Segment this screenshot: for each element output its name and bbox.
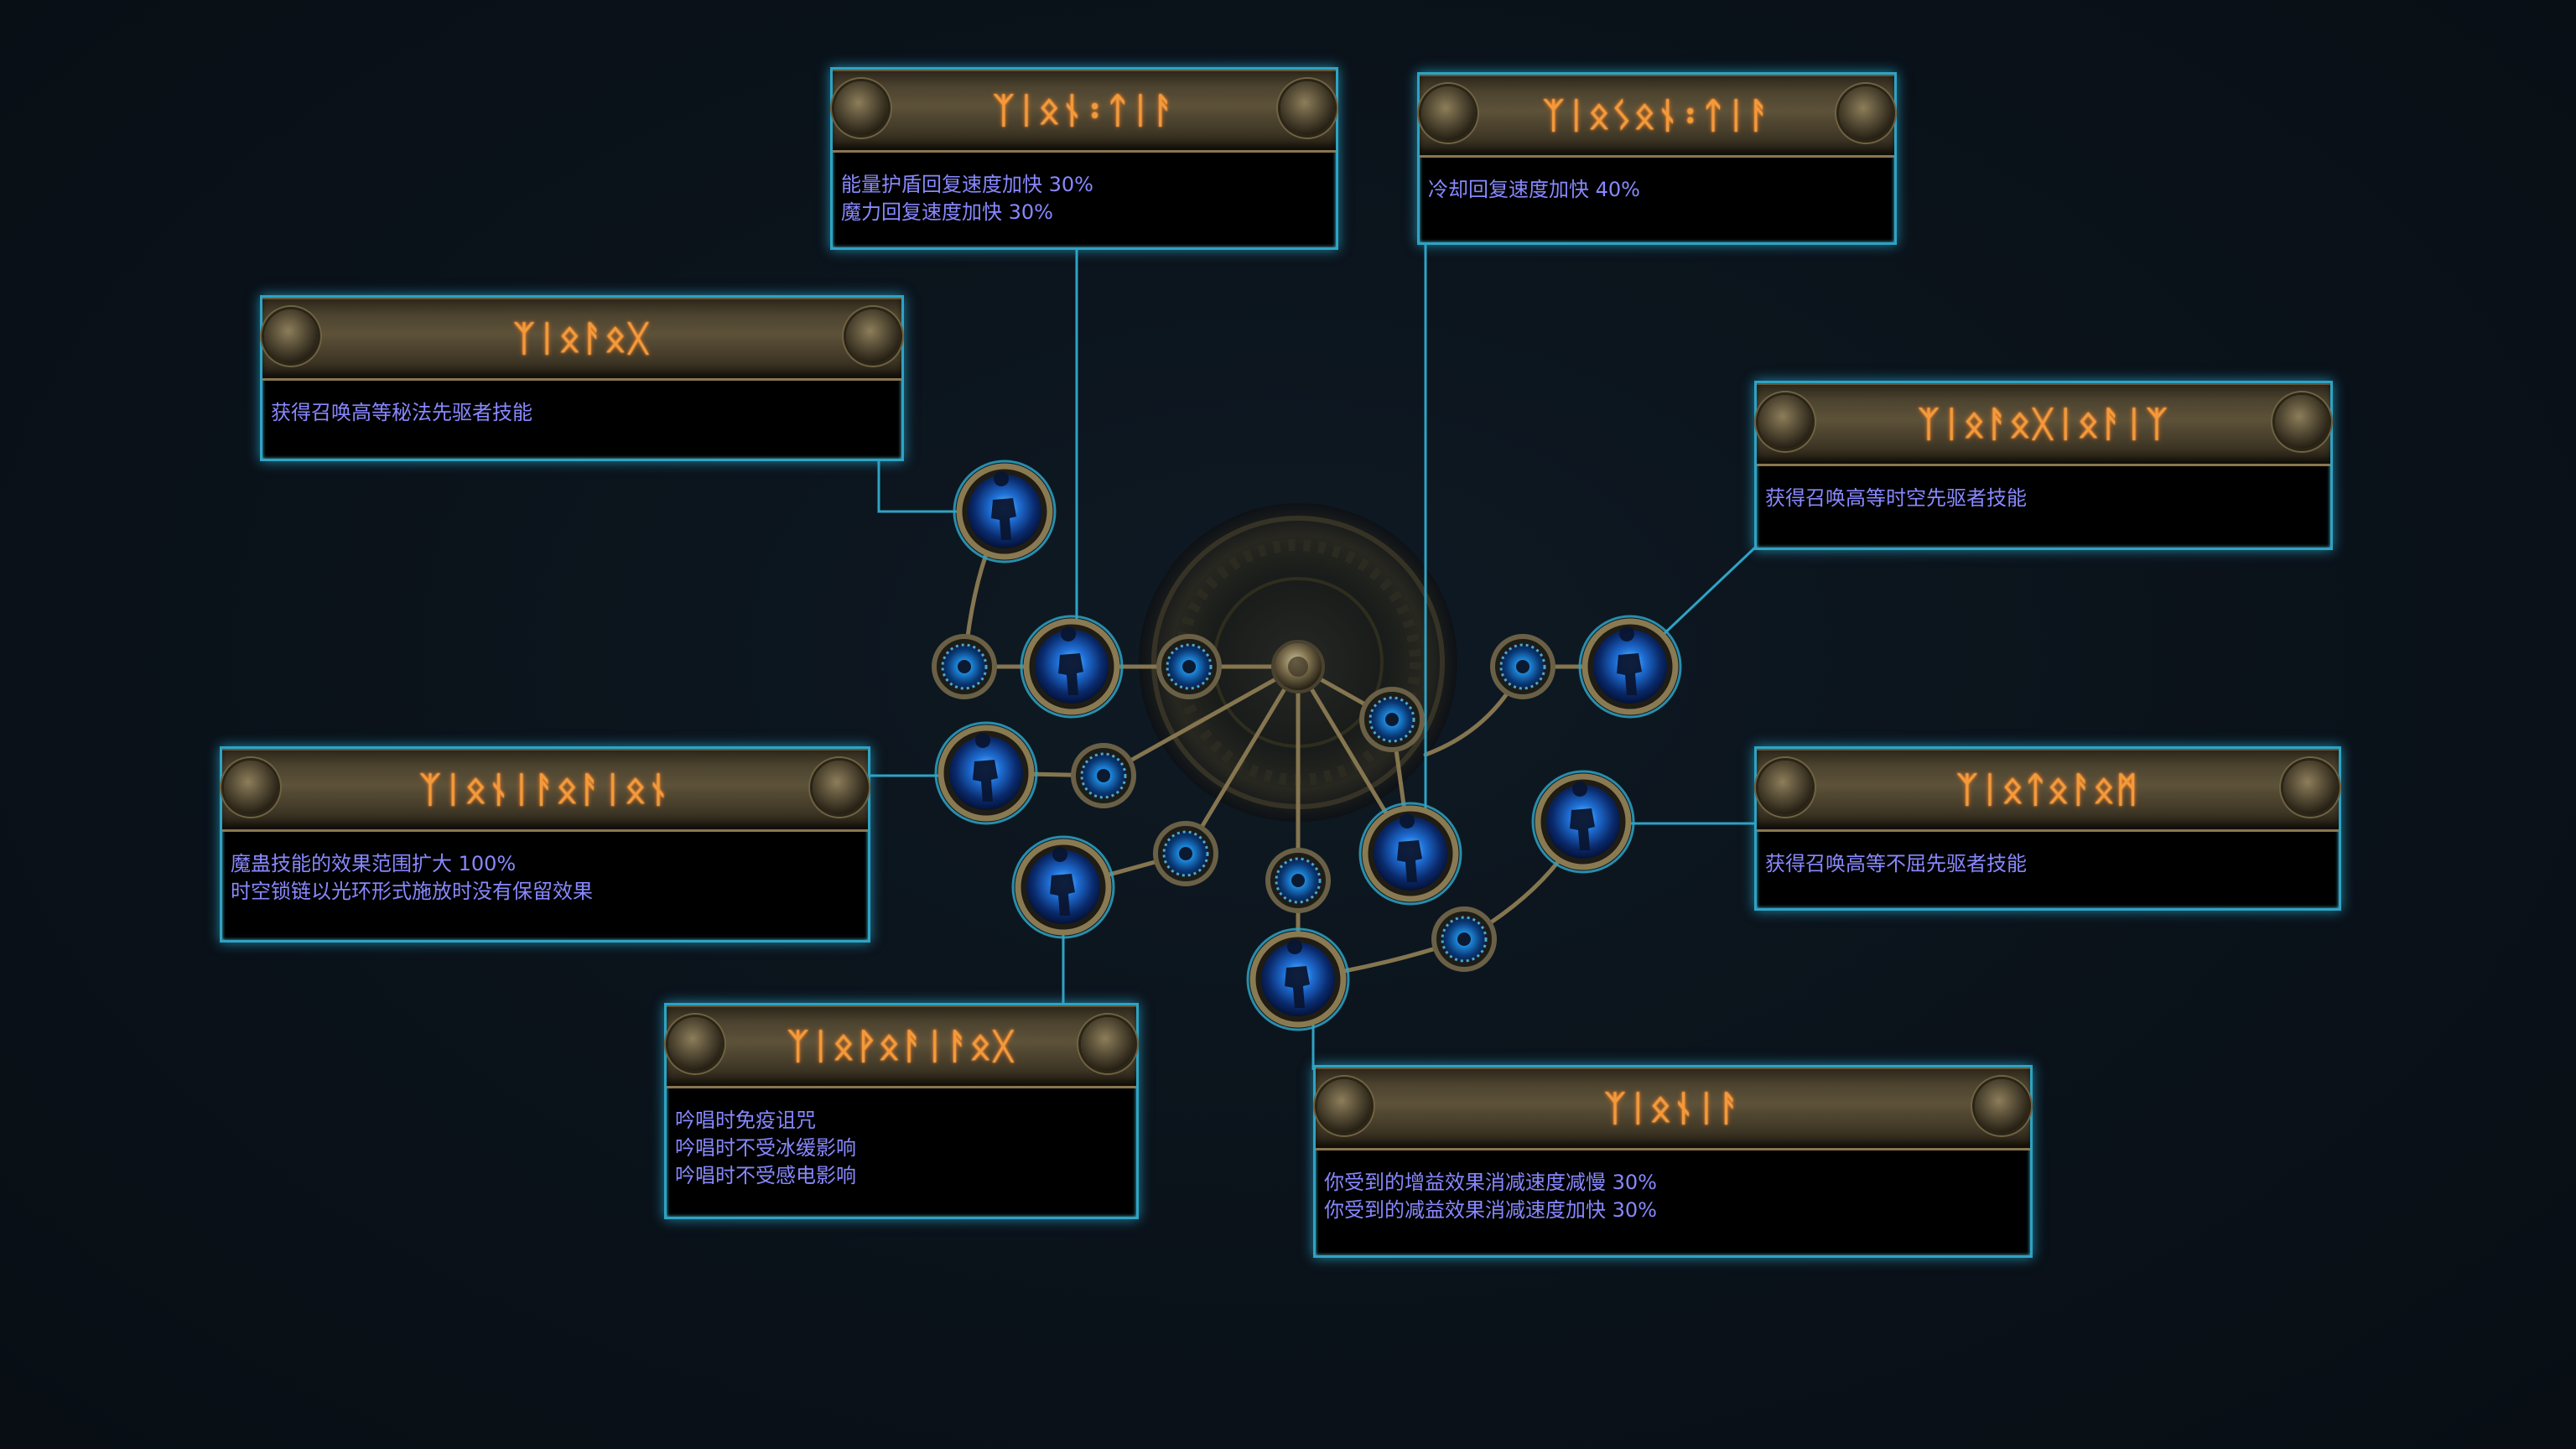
summoner-figure-icon [1058,626,1083,695]
notable-passive-node[interactable] [1358,802,1462,906]
minor-passive-node[interactable] [1153,821,1218,886]
tooltip-bottom-right: ᛉᛁᛟᚾᛁᚨ 你受到的增益效果消减速度减慢 30% 你受到的减益效果消减速度加快… [1313,1065,2033,1258]
tooltip-top-right: ᛉᛁᛟᛊᛟᚾ᛬ᛏᛁᚨ 冷却回复速度加快 40% [1417,72,1897,245]
stat-line: 你受到的减益效果消减速度加快 30% [1324,1198,1657,1222]
notable-passive-node[interactable] [1246,927,1350,1031]
stat-line: 获得召唤高等秘法先驱者技能 [271,401,532,424]
tooltip-body: 冷却回复速度加快 40% [1420,158,1894,212]
minor-passive-node[interactable] [1490,634,1555,699]
tooltip-body: 获得召唤高等不屈先驱者技能 [1757,832,2339,886]
minor-passive-node[interactable] [1156,634,1222,699]
stat-line: 能量护盾回复速度加快 30% [841,173,1093,196]
tooltip-header: ᛉᛁᛟᚾᛁᚨ [1316,1067,2030,1150]
minor-passive-node[interactable] [1359,687,1425,752]
tooltip-header: ᛉᛁᛟᚨᛟᚷᛁᛟᚨᛁᛉ [1757,383,2330,466]
summoner-figure-icon [1397,813,1422,882]
minor-passive-node[interactable] [1431,906,1497,972]
tooltip-body: 你受到的增益效果消减速度减慢 30% 你受到的减益效果消减速度加快 30% [1316,1150,2030,1233]
stat-line: 吟唱时免疫诅咒 [675,1109,816,1132]
stat-line: 魔蛊技能的效果范围扩大 100% [231,852,517,875]
tooltip-title: ᛉᛁᛟᚨᛟᚷᛁᛟᚨᛁᛉ [1918,402,2169,444]
tooltip-header: ᛉᛁᛟᚾᛁᚨᛟᚨᛁᛟᚾ [222,749,868,832]
tooltip-title: ᛉᛁᛟᚾᛁᚨ [1604,1087,1742,1129]
summoner-figure-icon [991,471,1016,540]
tooltip-header: ᛉᛁᛟᛊᛟᚾ᛬ᛏᛁᚨ [1420,75,1894,158]
minor-passive-nodes [932,634,1555,972]
tooltip-header: ᛉᛁᛟᚹᛟᚨᛁᚨᛟᚷ [667,1005,1136,1088]
tooltip-header: ᛉᛁᛟᚾ᛬ᛏᛁᚨ [833,70,1336,153]
minor-passive-node[interactable] [1071,743,1136,808]
notable-passive-nodes [934,460,1682,1031]
summoner-figure-icon [1285,939,1310,1008]
tooltip-mid-left: ᛉᛁᛟᚾᛁᚨᛟᚨᛁᛟᚾ 魔蛊技能的效果范围扩大 100% 时空锁链以光环形式施放… [220,746,870,943]
stat-line: 时空锁链以光环形式施放时没有保留效果 [231,880,593,903]
stat-line: 冷却回复速度加快 40% [1428,178,1640,201]
tooltip-connectors [869,243,1758,1070]
tooltip-top-left: ᛉᛁᛟᚾ᛬ᛏᛁᚨ 能量护盾回复速度加快 30% 魔力回复速度加快 30% [830,67,1338,250]
notable-passive-node[interactable] [1011,835,1115,939]
tooltip-bottom-left: ᛉᛁᛟᚹᛟᚨᛁᚨᛟᚷ 吟唱时免疫诅咒 吟唱时不受冰缓影响 吟唱时不受感电影响 [664,1003,1139,1219]
summoner-figure-icon [973,733,998,802]
tooltip-header: ᛉᛁᛟᚨᛟᚷ [262,298,901,381]
tooltip-body: 获得召唤高等秘法先驱者技能 [262,381,901,435]
stat-line: 获得召唤高等时空先驱者技能 [1765,486,2027,510]
notable-passive-node[interactable] [1020,615,1124,719]
summoner-figure-icon [1050,847,1075,916]
notable-passive-node[interactable] [953,460,1057,564]
tooltip-body: 能量护盾回复速度加快 30% 魔力回复速度加快 30% [833,153,1336,235]
notable-passive-node[interactable] [1531,770,1635,874]
tooltip-body: 获得召唤高等时空先驱者技能 [1757,466,2330,521]
minor-passive-node[interactable] [932,634,997,699]
tooltip-header: ᛉᛁᛟᛏᛟᚨᛟᛗ [1757,749,2339,832]
tooltip-title: ᛉᛁᛟᚹᛟᚨᛁᚨᛟᚷ [787,1025,1015,1067]
summoner-figure-icon [1617,626,1642,695]
tooltip-title: ᛉᛁᛟᚨᛟᚷ [513,317,651,359]
tooltip-upper-left: ᛉᛁᛟᚨᛟᚷ 获得召唤高等秘法先驱者技能 [260,295,904,461]
stat-line: 你受到的增益效果消减速度减慢 30% [1324,1171,1657,1194]
stat-line: 吟唱时不受感电影响 [675,1164,856,1187]
tooltip-title: ᛉᛁᛟᛏᛟᚨᛟᛗ [1956,768,2139,810]
tooltip-title: ᛉᛁᛟᚾ᛬ᛏᛁᚨ [993,89,1176,131]
notable-passive-node[interactable] [1578,615,1682,719]
ascendancy-start-node[interactable] [1271,640,1325,693]
tooltip-mid-right: ᛉᛁᛟᛏᛟᚨᛟᛗ 获得召唤高等不屈先驱者技能 [1754,746,2341,911]
minor-passive-node[interactable] [1265,848,1331,913]
stat-line: 魔力回复速度加快 30% [841,200,1053,224]
stat-line: 吟唱时不受冰缓影响 [675,1136,856,1160]
stat-line: 获得召唤高等不屈先驱者技能 [1765,852,2027,875]
tooltip-title: ᛉᛁᛟᚾᛁᚨᛟᚨᛁᛟᚾ [419,768,671,810]
tooltip-body: 吟唱时免疫诅咒 吟唱时不受冰缓影响 吟唱时不受感电影响 [667,1088,1136,1198]
tooltip-body: 魔蛊技能的效果范围扩大 100% 时空锁链以光环形式施放时没有保留效果 [222,832,868,914]
summoner-figure-icon [1570,782,1595,850]
tooltip-upper-right: ᛉᛁᛟᚨᛟᚷᛁᛟᚨᛁᛉ 获得召唤高等时空先驱者技能 [1754,381,2333,550]
notable-passive-node[interactable] [934,721,1038,825]
tooltip-title: ᛉᛁᛟᛊᛟᚾ᛬ᛏᛁᚨ [1542,94,1771,136]
